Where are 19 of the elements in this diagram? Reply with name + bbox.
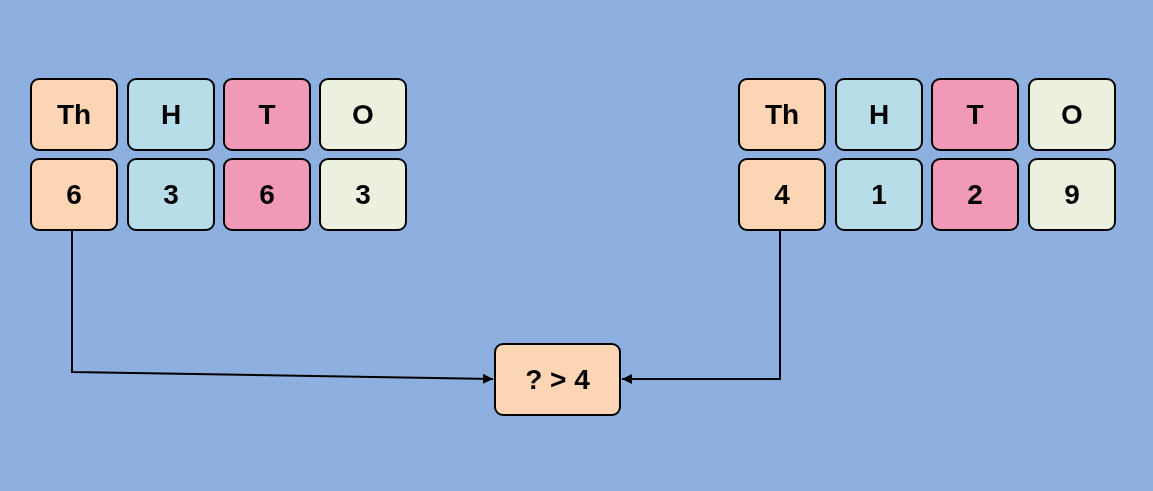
place-value-box: 3	[127, 158, 215, 231]
place-value-box: 3	[319, 158, 407, 231]
place-value-box: T	[223, 78, 311, 151]
place-value-box: 6	[30, 158, 118, 231]
place-value-box: 6	[223, 158, 311, 231]
place-value-box: Th	[738, 78, 826, 151]
place-value-box: 4	[738, 158, 826, 231]
place-value-box: O	[319, 78, 407, 151]
place-value-box: H	[835, 78, 923, 151]
arrow	[621, 230, 781, 384]
place-value-box: 9	[1028, 158, 1116, 231]
place-value-box: 1	[835, 158, 923, 231]
place-value-box: 2	[931, 158, 1019, 231]
place-value-box: Th	[30, 78, 118, 151]
comparison-box: ? > 4	[494, 343, 621, 416]
arrow	[71, 230, 494, 384]
place-value-box: T	[931, 78, 1019, 151]
place-value-box: H	[127, 78, 215, 151]
place-value-box: O	[1028, 78, 1116, 151]
